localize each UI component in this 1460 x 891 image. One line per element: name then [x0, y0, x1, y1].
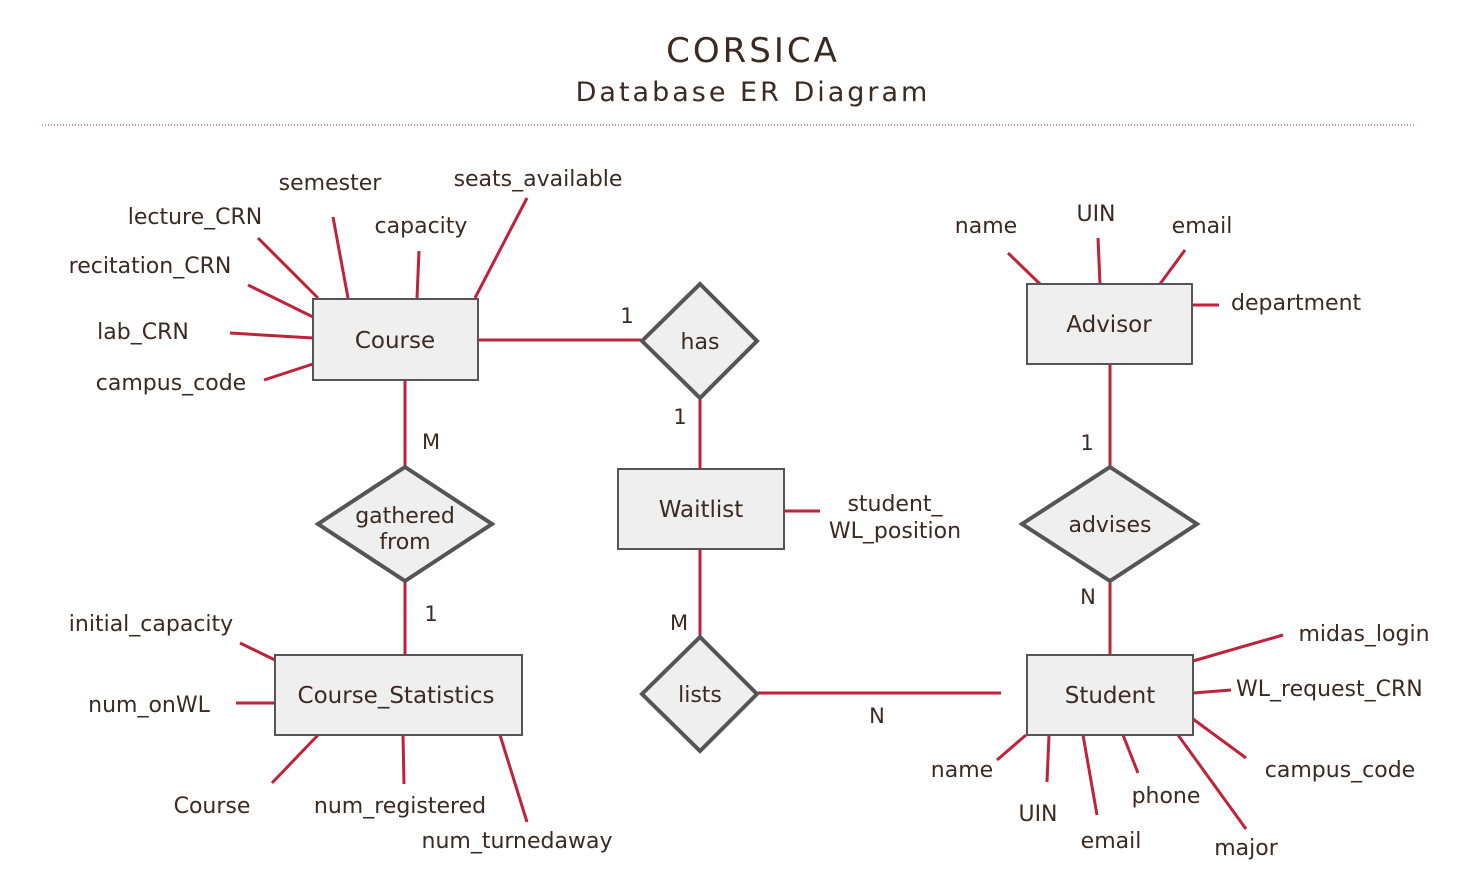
- relationship-advises: advises: [1018, 464, 1201, 584]
- attr-lab-crn: lab_CRN: [97, 320, 189, 345]
- card-lists-student: N: [869, 704, 885, 728]
- relationship-has-label: has: [681, 330, 720, 355]
- relationship-from-label: from: [379, 530, 430, 555]
- relationship-gathered-from: gathered from: [314, 464, 496, 584]
- attr-initial-capacity: initial_capacity: [69, 612, 233, 637]
- relationship-lists: lists: [639, 634, 760, 754]
- attr-student-campus-code: campus_code: [1265, 758, 1415, 783]
- attr-advisor-name: name: [955, 214, 1017, 239]
- card-advises-student: N: [1080, 585, 1096, 609]
- attr-student-uin: UIN: [1018, 802, 1057, 827]
- attr-recitation-crn: recitation_CRN: [69, 254, 232, 279]
- attr-student-email: email: [1081, 829, 1142, 854]
- attr-advisor-email: email: [1172, 214, 1233, 239]
- entity-course: Course: [312, 298, 479, 381]
- attr-lecture-crn: lecture_CRN: [128, 205, 263, 230]
- entity-course-statistics: Course_Statistics: [274, 654, 523, 736]
- attr-student-phone: phone: [1132, 784, 1201, 809]
- card-course-has: 1: [620, 304, 633, 328]
- card-course-gathered: M: [422, 430, 440, 454]
- diagram-title: CORSICA: [666, 31, 840, 71]
- attr-num-registered: num_registered: [314, 794, 486, 819]
- attr-student-major: major: [1214, 836, 1278, 861]
- relationship-has: has: [639, 281, 760, 401]
- card-advisor-advises: 1: [1080, 431, 1093, 455]
- cardinalities: 1 1 M 1 M N 1 N: [422, 304, 1096, 728]
- diagram-subtitle: Database ER Diagram: [576, 77, 931, 108]
- attr-midas-login: midas_login: [1298, 622, 1429, 647]
- student-attributes: midas_login WL_request_CRN campus_code n…: [931, 622, 1430, 861]
- attr-num-onwl: num_onWL: [88, 693, 210, 718]
- entity-course-statistics-label: Course_Statistics: [298, 683, 495, 709]
- advisor-attributes: name UIN email department: [955, 202, 1362, 316]
- attr-campus-code: campus_code: [96, 371, 246, 396]
- entity-waitlist-label: Waitlist: [659, 497, 744, 523]
- entity-advisor-label: Advisor: [1066, 312, 1152, 338]
- entity-waitlist: Waitlist: [617, 468, 785, 550]
- entity-student: Student: [1026, 654, 1194, 736]
- attr-capacity: capacity: [375, 214, 468, 239]
- attr-advisor-uin: UIN: [1076, 202, 1115, 227]
- relationship-lists-label: lists: [678, 683, 722, 708]
- attribute-lines: [229, 197, 1284, 830]
- card-gathered-stats: 1: [424, 602, 437, 626]
- entity-student-label: Student: [1065, 683, 1156, 709]
- attr-num-turnedaway: num_turnedaway: [422, 829, 613, 854]
- course-attributes: semester seats_available lecture_CRN cap…: [69, 167, 623, 396]
- attr-seats-available: seats_available: [454, 167, 623, 192]
- card-waitlist-lists: M: [670, 611, 688, 635]
- attr-course: Course: [174, 794, 251, 819]
- waitlist-attributes: student_ WL_position: [829, 492, 961, 544]
- entity-advisor: Advisor: [1026, 283, 1193, 365]
- relationship-lines: [403, 338, 1112, 695]
- attr-wl-request-crn: WL_request_CRN: [1236, 677, 1423, 702]
- course-statistics-attributes: initial_capacity num_onWL Course num_reg…: [69, 612, 613, 854]
- attr-semester: semester: [279, 171, 383, 196]
- attr-student-wl-position-line1: student_: [847, 492, 943, 517]
- attr-student-name: name: [931, 758, 993, 783]
- relationship-advises-label: advises: [1068, 513, 1151, 538]
- card-has-waitlist: 1: [673, 405, 686, 429]
- attr-student-wl-position-line2: WL_position: [829, 519, 961, 544]
- relationship-gathered-label: gathered: [355, 504, 455, 529]
- attr-advisor-department: department: [1231, 291, 1362, 316]
- entity-course-label: Course: [355, 328, 435, 354]
